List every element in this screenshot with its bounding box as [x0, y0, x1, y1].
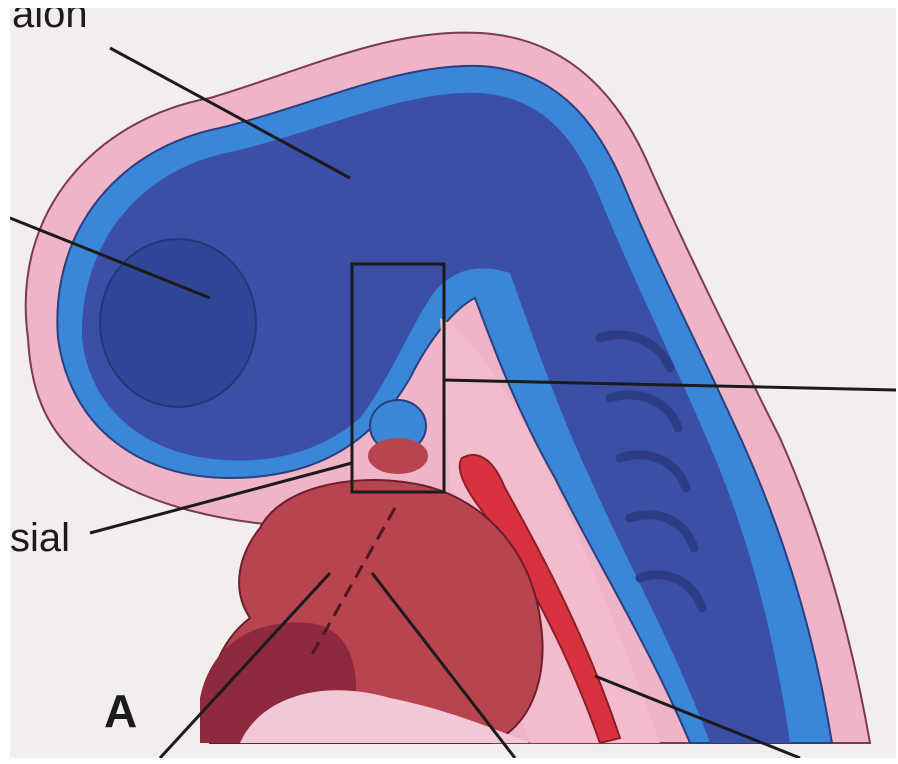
embryo-illustration	[10, 8, 896, 758]
label-left: sial	[10, 518, 70, 558]
panel-letter: A	[104, 688, 137, 734]
diagram-frame: alon sial A	[10, 8, 896, 758]
label-top-left: alon	[12, 8, 88, 34]
rathke-core	[368, 438, 428, 474]
